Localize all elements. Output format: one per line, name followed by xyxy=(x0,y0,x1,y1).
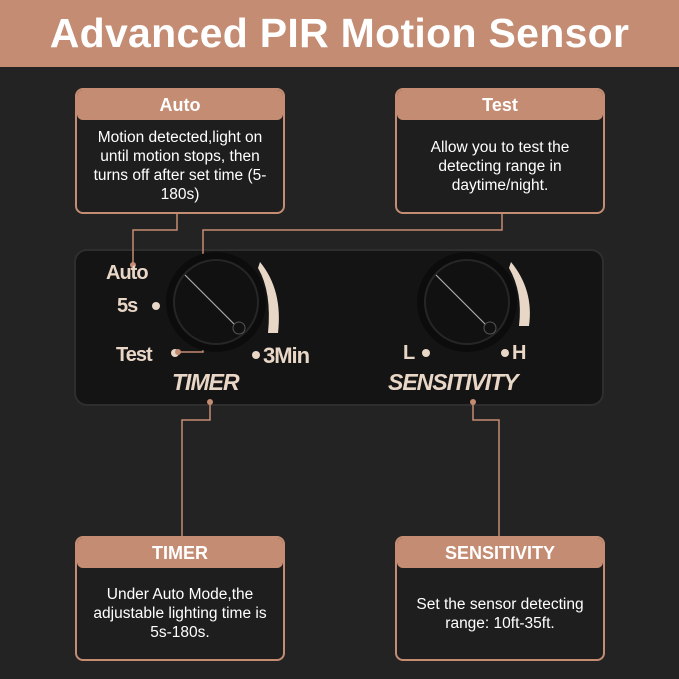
sensitivity-connector xyxy=(472,402,500,536)
sensitivity-knob[interactable] xyxy=(417,252,530,352)
sensitivity-callout: SENSITIVITY Set the sensor detecting ran… xyxy=(395,536,605,661)
sensitivity-range-arc xyxy=(509,262,530,326)
high-label: H xyxy=(512,342,526,364)
connector-lines xyxy=(132,213,503,536)
auto-callout: Auto Motion detected,light on until moti… xyxy=(75,88,285,214)
sensitivity-label: SENSITIVITY xyxy=(388,369,519,395)
page-title: Advanced PIR Motion Sensor xyxy=(49,10,630,56)
connector-endpoints xyxy=(130,262,476,405)
timer-range-arc xyxy=(258,262,279,333)
low-label: L xyxy=(403,342,415,364)
test-callout-heading: Test xyxy=(397,90,603,120)
auto-callout-heading: Auto xyxy=(77,90,283,120)
title-banner: Advanced PIR Motion Sensor xyxy=(0,0,679,67)
timer-knob[interactable] xyxy=(166,252,279,352)
3min-label: 3Min xyxy=(263,343,310,368)
sensitivity-callout-text: Set the sensor detecting range: 10ft-35f… xyxy=(416,595,584,632)
test-connector xyxy=(177,213,503,353)
timer-callout-heading: TIMER xyxy=(77,538,283,568)
test-label: Test xyxy=(116,344,153,366)
control-panel xyxy=(74,249,604,406)
sensitivity-callout-heading: SENSITIVITY xyxy=(397,538,603,568)
timer-callout-text: Under Auto Mode,the adjustable lighting … xyxy=(93,586,267,641)
test-callout-text: Allow you to test the detecting range in… xyxy=(430,138,570,194)
auto-label: Auto xyxy=(106,262,149,284)
timer-connector xyxy=(181,402,211,536)
auto-callout-text: Motion detected,light on until motion st… xyxy=(93,129,267,203)
5s-label: 5s xyxy=(117,295,138,317)
auto-connector xyxy=(132,213,178,265)
timer-label: TIMER xyxy=(172,369,240,395)
test-callout: Test Allow you to test the detecting ran… xyxy=(395,88,605,214)
timer-callout: TIMER Under Auto Mode,the adjustable lig… xyxy=(75,536,285,661)
indicator-dots xyxy=(152,302,509,359)
